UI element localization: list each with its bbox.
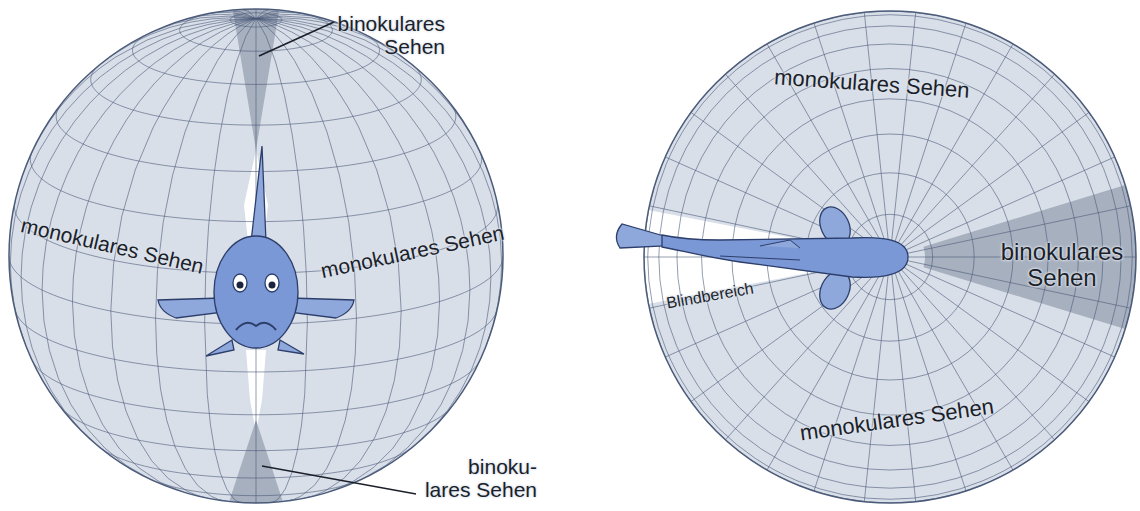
fish-body [662,235,908,277]
grid-line [96,18,256,68]
leader-line [262,466,416,494]
tail-fin [616,224,664,248]
fish-pupil [269,282,276,289]
grid-line [99,447,412,478]
grid-line [890,112,1089,257]
dorsal-fin [251,146,266,242]
grid-line [61,407,452,451]
grid-line [725,74,890,257]
grid-line [691,257,890,402]
fish-mouth [236,323,276,330]
pelvic-fin [278,340,304,354]
top-view-disc [639,11,1140,503]
grid-line [814,257,890,491]
pelvic-fin [206,340,234,356]
region-label: binokulares Sehen [325,12,445,58]
grid-line [180,12,333,52]
grid-line [133,33,380,84]
grid-line [890,74,1055,257]
fish-body [214,236,298,348]
disc-fill [644,11,1136,503]
grid-line [890,257,966,491]
grid-line [256,9,257,19]
region-label: binoku- lares Sehen [419,455,537,501]
grid-line [890,257,1013,470]
fish-pupil [237,282,244,289]
grid-line [149,479,363,496]
grid-line [814,23,890,257]
grid-line [864,257,890,502]
grid-line [691,112,890,257]
lateral-line [720,256,800,260]
grid-line [230,13,282,27]
grid-line [890,257,916,502]
grid-line [32,361,480,415]
dorsal-fin [760,240,800,248]
grid-line [890,23,966,257]
grid-ring [648,15,1133,500]
disc-grid [644,11,1136,503]
grid-line [864,12,890,257]
grid-ring [644,11,1136,503]
grid-line [256,19,487,168]
fish-eye [233,274,247,292]
fish-top-view [616,202,908,314]
fish-eye [265,274,279,292]
grid-line [25,19,256,168]
leader-line [259,22,334,56]
grid-line [91,65,422,125]
region-label: binokulares Sehen [994,239,1130,292]
grid-line [890,12,916,257]
grid-line [56,105,456,172]
disc-outline [644,11,1136,503]
grid-line [150,16,256,33]
